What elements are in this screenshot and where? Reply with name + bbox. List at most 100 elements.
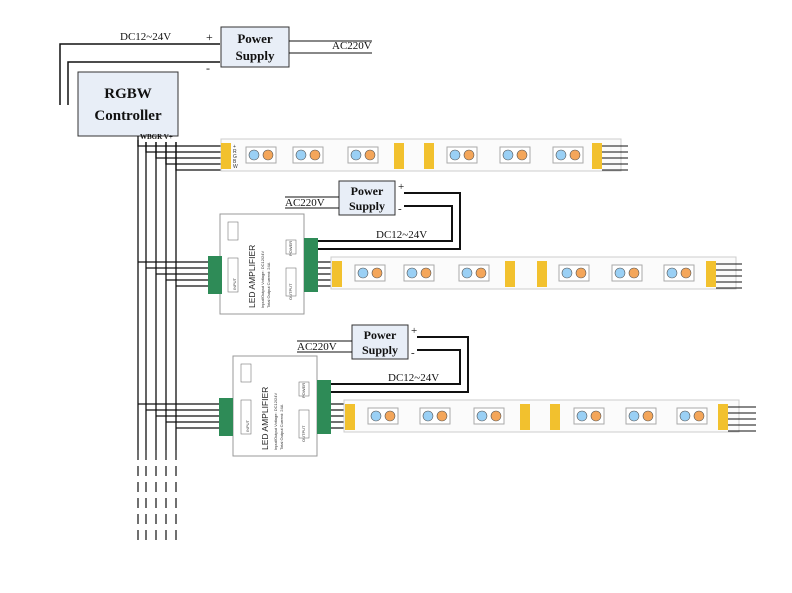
amplifier-output-terminal	[317, 380, 331, 434]
led-pair	[292, 146, 324, 164]
amplifier-spec-2: Total Output Current: 24A	[266, 262, 271, 308]
led-pair	[552, 146, 584, 164]
strip-output-wires	[602, 145, 628, 171]
led-pair	[473, 407, 505, 425]
pin-label: B	[233, 159, 237, 165]
amp2-dc-positive	[331, 336, 469, 393]
amp2-psu-label-1: Power	[364, 328, 397, 342]
amp1-psu-label-2: Supply	[349, 199, 385, 213]
pin-label: G	[233, 154, 237, 160]
strip-body	[343, 399, 740, 433]
amp1-psu-plus: +	[398, 181, 404, 193]
amp2-psu-label-2: Supply	[362, 343, 398, 357]
pin-label: W	[233, 164, 238, 170]
rgbw-controller: RGBW Controller WBGR V+	[77, 71, 179, 141]
led-pair	[458, 264, 490, 282]
pin-label: R	[233, 149, 237, 155]
amp1-dc-positive	[316, 192, 461, 250]
led-pair	[663, 264, 695, 282]
strip-cut-connector	[394, 143, 404, 169]
controller-pin-labels: WBGR V+	[140, 133, 173, 141]
amplifier-output-label: OUTPUT	[288, 283, 293, 300]
amp2-power-supply-box	[351, 324, 409, 360]
led-pair	[558, 264, 590, 282]
strip-output-wires	[716, 263, 742, 289]
controller-output-bus	[137, 136, 222, 450]
led-pair	[354, 264, 386, 282]
amp1-psu-label-1: Power	[351, 184, 384, 198]
amp2-dc-negative	[331, 349, 461, 385]
amp2-psu-minus: -	[411, 347, 415, 359]
led-pair	[676, 407, 708, 425]
amp1-dc-label: DC12~24V	[376, 229, 427, 241]
amplifier-output-terminal	[304, 238, 318, 292]
amp1-power-section: Power Supply AC220V + - DC12~24V	[285, 180, 461, 250]
amp1-power-supply-box	[338, 180, 396, 216]
controller-box	[77, 71, 179, 137]
ac-voltage-label: AC220V	[332, 40, 372, 52]
controller-label-2: Controller	[94, 108, 162, 124]
dc-voltage-label: DC12~24V	[120, 31, 171, 43]
bus-continuation-dashes	[137, 450, 177, 540]
led-amplifier-1: LED AMPLIFIER Input/Output Voltage: DC12…	[208, 213, 318, 315]
amplifier-spec-2: Total Output Current: 24A	[279, 404, 284, 450]
top-power-supply-label-1: Power	[237, 31, 273, 46]
dc-negative-wire	[67, 61, 220, 105]
strip-output-wires	[728, 406, 756, 432]
strip-cut-connector	[537, 261, 547, 287]
amp2-psu-plus: +	[411, 325, 417, 337]
controller-label-1: RGBW	[104, 86, 152, 102]
amp1-output-wires	[318, 261, 332, 287]
led-strip-1: + R G B W	[220, 138, 628, 172]
strip-connector-right	[718, 404, 728, 430]
amp1-psu-minus: -	[398, 203, 402, 215]
amplifier-power-label: POWER	[301, 383, 306, 398]
strip-connector-left	[332, 261, 342, 287]
strip-connector-right	[592, 143, 602, 169]
led-pair	[347, 146, 379, 164]
led-pair	[245, 146, 277, 164]
led-pair	[419, 407, 451, 425]
led-pair	[611, 264, 643, 282]
amp1-dc-negative	[316, 205, 453, 242]
amplifier-spec-1: Input/Output Voltage: DC12/24V	[260, 251, 265, 308]
amplifier-title: LED AMPLIFIER	[260, 387, 270, 450]
amplifier-input-label: INPUT	[232, 277, 237, 290]
dc-minus-sign: -	[206, 61, 210, 75]
led-amplifier-2: LED AMPLIFIER Input/Output Voltage: DC12…	[219, 355, 331, 457]
amp2-ac-label: AC220V	[297, 341, 337, 353]
top-power-supply-box	[220, 26, 290, 68]
amplifier-body	[232, 355, 318, 457]
strip-connector-right	[706, 261, 716, 287]
strip-connector-left	[345, 404, 355, 430]
led-pair	[367, 407, 399, 425]
amp2-output-wires	[331, 403, 345, 429]
top-power-supply-label-2: Supply	[235, 48, 275, 63]
top-power-section: DC12~24V + - Power Supply AC220V	[59, 26, 372, 105]
led-pair	[625, 407, 657, 425]
dc-plus-sign: +	[206, 30, 213, 44]
led-pair	[446, 146, 478, 164]
amp1-ac-label: AC220V	[285, 197, 325, 209]
strip-cut-connector	[550, 404, 560, 430]
amplifier-output-label: OUTPUT	[301, 425, 306, 442]
led-strip-3	[331, 399, 756, 433]
amplifier-input-terminal	[208, 256, 222, 294]
led-strip-2	[318, 256, 742, 290]
strip-cut-connector	[424, 143, 434, 169]
strip-cut-connector	[520, 404, 530, 430]
strip-connector-left: + R G B W	[221, 143, 238, 170]
amplifier-spec-1: Input/Output Voltage: DC12/24V	[273, 393, 278, 450]
pin-label: +	[233, 144, 236, 150]
amplifier-power-label: POWER	[288, 241, 293, 256]
amplifier-input-terminal	[219, 398, 233, 436]
amplifier-title: LED AMPLIFIER	[247, 245, 257, 308]
dc-positive-wire	[59, 43, 220, 105]
amplifier-input-label: INPUT	[245, 419, 250, 432]
amp2-dc-label: DC12~24V	[388, 372, 439, 384]
strip-cut-connector	[505, 261, 515, 287]
led-pair	[499, 146, 531, 164]
led-pair	[403, 264, 435, 282]
led-pair	[573, 407, 605, 425]
